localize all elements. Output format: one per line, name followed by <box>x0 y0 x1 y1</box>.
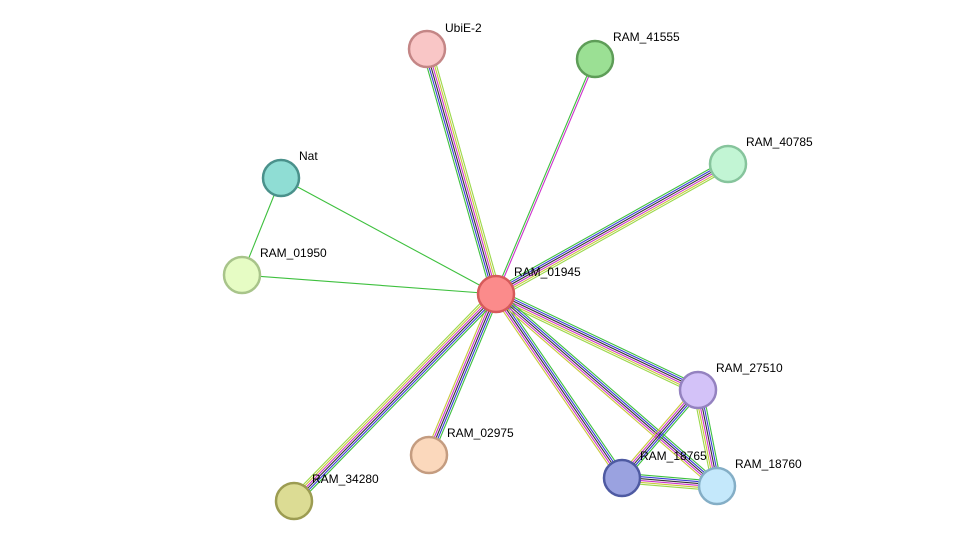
node-label: UbiE-2 <box>445 21 482 35</box>
node-circle[interactable] <box>222 255 262 295</box>
node-circle[interactable] <box>708 144 748 184</box>
edge-channel-magenta <box>494 295 717 488</box>
node-RAM_18760[interactable]: RAM_18760 <box>697 457 802 506</box>
edge-channel-green <box>241 274 497 295</box>
edge-RAM_01945-RAM_18760 <box>493 290 720 490</box>
node-RAM_40785[interactable]: RAM_40785 <box>708 135 813 184</box>
edge-channel-magenta <box>620 388 697 478</box>
edge-channel-green <box>498 290 720 484</box>
edge-channel-yellow <box>493 296 715 490</box>
edge-channel-green <box>493 159 726 291</box>
edge-channel-lightgreen <box>498 167 731 299</box>
node-RAM_41555[interactable]: RAM_41555 <box>575 30 680 79</box>
edge-channel-yellow <box>492 295 620 481</box>
edge-channel-magenta <box>426 293 495 455</box>
edge-channel-blue <box>430 294 499 456</box>
edge-channel-lightgreen <box>431 47 502 293</box>
edge-channel-magenta <box>496 59 597 295</box>
edge-RAM_01945-RAM_34280 <box>290 290 500 505</box>
node-circle[interactable] <box>476 274 516 314</box>
edge-channel-magenta <box>292 292 496 501</box>
node-circle[interactable] <box>409 435 449 475</box>
edge-channel-green <box>280 177 497 295</box>
node-RAM_02975[interactable]: RAM_02975 <box>409 426 514 475</box>
edge-channel-black <box>294 294 498 503</box>
node-circle[interactable] <box>697 466 737 506</box>
node-label: RAM_02975 <box>447 426 514 440</box>
edge-channel-yellow <box>618 387 696 476</box>
node-circle[interactable] <box>678 370 718 410</box>
edge-channel-green <box>497 289 701 387</box>
node-circle[interactable] <box>274 481 314 521</box>
node-label: Nat <box>299 149 318 163</box>
edge-RAM_01945-RAM_40785 <box>493 159 731 299</box>
edge-channel-blue <box>494 161 727 292</box>
node-RAM_27510[interactable]: RAM_27510 <box>678 361 783 410</box>
edge-channel-black <box>495 293 623 479</box>
edge-channel-blue <box>497 292 625 478</box>
node-RAM_18765[interactable]: RAM_18765 <box>602 449 707 498</box>
node-RAM_01950[interactable]: RAM_01950 <box>222 246 327 295</box>
edge-channel-magenta <box>496 164 729 296</box>
edge-channel-yellow <box>291 291 495 500</box>
edge-channel-magenta <box>495 294 698 392</box>
edge-channel-yellow <box>424 292 493 454</box>
edge-channel-yellow <box>429 48 500 294</box>
edge-channel-green <box>498 291 626 477</box>
node-circle[interactable] <box>261 158 301 198</box>
nodes-layer: RAM_01945 UbiE-2RAM_41555RAM_40785NatRAM_… <box>222 21 813 521</box>
edge-channel-black <box>621 389 699 479</box>
edge-channel-lightgreen <box>493 297 697 395</box>
edge-RAM_27510-RAM_18765 <box>618 387 702 481</box>
edge-channel-magenta <box>493 294 621 480</box>
edge-RAM_01945-UbiE-2 <box>421 47 502 296</box>
edge-channel-yellow <box>497 166 730 297</box>
node-label: RAM_41555 <box>613 30 680 44</box>
node-label: RAM_34280 <box>312 472 379 486</box>
node-Nat[interactable]: Nat <box>261 149 318 198</box>
node-RAM_34280[interactable]: RAM_34280 <box>274 472 379 521</box>
edge-channel-green <box>494 58 595 294</box>
edge-channel-black <box>428 293 497 456</box>
node-label: RAM_01945 <box>514 265 581 279</box>
node-UbiE-2[interactable]: UbiE-2 <box>407 21 482 69</box>
edge-RAM_01945-RAM_18765 <box>492 291 626 481</box>
edge-channel-black <box>495 162 728 294</box>
node-label: RAM_18760 <box>735 457 802 471</box>
edge-channel-blue <box>496 290 700 388</box>
edge-channel-black <box>496 292 699 390</box>
edge-channel-green <box>432 295 501 457</box>
node-circle[interactable] <box>602 458 642 498</box>
node-RAM_01945[interactable]: RAM_01945 <box>476 265 581 314</box>
edge-RAM_01945-Nat <box>280 177 497 295</box>
edge-channel-green <box>421 50 492 296</box>
edge-channel-blue <box>496 292 719 485</box>
node-label: RAM_18765 <box>640 449 707 463</box>
node-label: RAM_27510 <box>716 361 783 375</box>
edge-channel-green <box>624 392 702 481</box>
edge-channel-blue <box>623 390 700 480</box>
edge-channel-green <box>297 296 500 505</box>
edge-RAM_01945-RAM_02975 <box>424 292 501 457</box>
edge-channel-magenta <box>427 48 498 294</box>
edge-channel-lightgreen <box>290 290 493 499</box>
edge-RAM_01945-RAM_41555 <box>494 58 597 295</box>
edge-channel-yellow <box>494 296 698 394</box>
edges-layer <box>241 47 731 505</box>
edge-RAM_01945-RAM_27510 <box>493 289 701 395</box>
node-circle[interactable] <box>407 29 447 69</box>
edge-channel-black <box>495 293 718 487</box>
edge-channel-black <box>425 49 496 295</box>
node-circle[interactable] <box>575 39 615 79</box>
edge-RAM_01945-RAM_01950 <box>241 274 497 295</box>
edge-channel-blue <box>295 295 499 504</box>
edge-channel-blue <box>423 49 494 295</box>
node-label: RAM_01950 <box>260 246 327 260</box>
node-label: RAM_40785 <box>746 135 813 149</box>
